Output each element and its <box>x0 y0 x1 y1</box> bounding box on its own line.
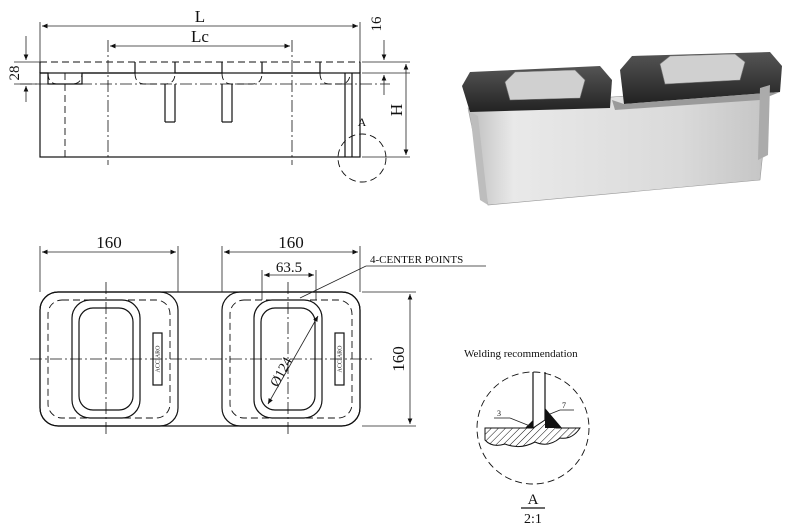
weld-right-size: 7 <box>562 401 566 410</box>
dim-H: H <box>387 104 406 116</box>
detail-callout-A: A <box>358 115 367 129</box>
dim-160-right: 160 <box>278 233 304 252</box>
detail-scale: 2:1 <box>524 512 542 527</box>
side-view-outline <box>39 72 361 158</box>
dim-160-vertical: 160 <box>389 346 408 372</box>
welding-detail: Welding recommendation 3 7 A 2:1 <box>464 348 590 527</box>
top-view: ACCIARO ACCIARO 160 160 63.5 4-CENTER PO… <box>30 233 486 436</box>
dim-16: 16 <box>369 16 385 32</box>
note-center-points: 4-CENTER POINTS <box>370 254 463 266</box>
side-view: L Lc 16 H 28 A <box>7 7 410 183</box>
dim-160-left: 160 <box>96 233 122 252</box>
render-3d <box>462 52 782 206</box>
weld-left-size: 3 <box>497 409 501 418</box>
detail-letter: A <box>528 492 539 508</box>
dim-Lc: Lc <box>191 27 209 46</box>
dim-diameter: Ø124 <box>268 355 296 390</box>
dim-63-5: 63.5 <box>276 260 302 276</box>
dim-L: L <box>195 7 205 26</box>
dim-28: 28 <box>7 66 23 81</box>
welding-title: Welding recommendation <box>464 348 578 360</box>
